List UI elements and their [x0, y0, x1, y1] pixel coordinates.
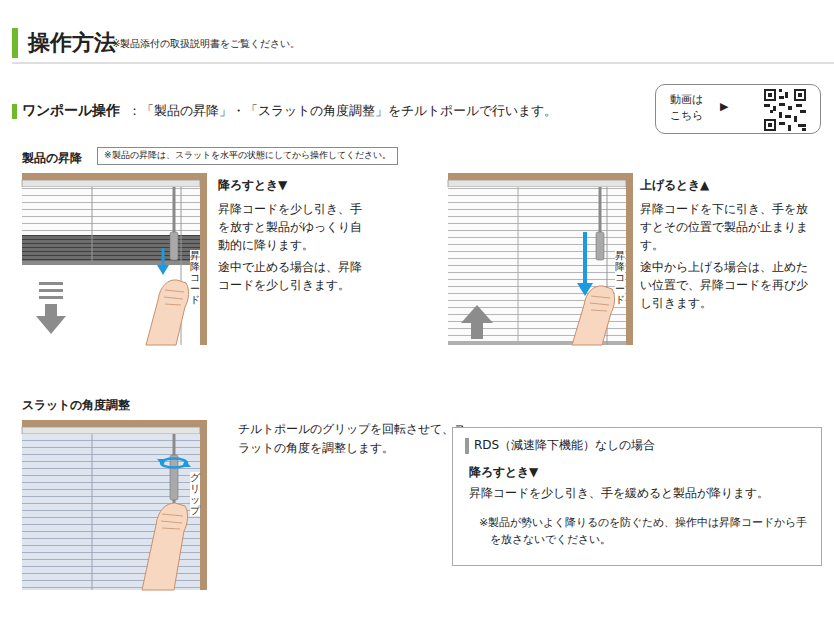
- caution-note: ※製品が勢いよく降りるのを防ぐため、操作中は昇降コードから手を放さないでください…: [465, 514, 810, 549]
- step-body: 途中で止める場合は、昇降コードを少し引きます。: [218, 258, 368, 294]
- part-label: 昇降コード: [190, 250, 200, 305]
- page-title: 操作方法: [28, 26, 116, 59]
- step-body: 途中から上げる場合は、止めたい位置で、昇降コードを再び少し引きます。: [640, 258, 816, 312]
- step-heading: 上げるとき▲: [640, 176, 709, 194]
- section-description: ：「製品の昇降」・「スラットの角度調整」をチルトポールで行います。: [128, 102, 557, 121]
- header-note: ※製品添付の取扱説明書をご覧ください。: [112, 36, 300, 51]
- subsection-heading: 製品の昇降: [22, 149, 82, 167]
- step-body: 昇降コードを下に引き、手を放すとその位置で製品が止まります。: [640, 200, 816, 254]
- part-label: 昇降コード: [615, 250, 625, 305]
- part-label: グリップ: [190, 472, 200, 516]
- step-heading: 降ろすとき▼: [218, 176, 287, 194]
- note-box: ※製品の昇降は、スラットを水平の状態にしてから操作してください。: [97, 147, 398, 165]
- step-body: チルトポールのグリップを回転させて、スラットの角度を調整します。: [238, 420, 466, 458]
- info-panel: RDS（減速降下機能）なしの場合降ろすとき▼ 昇降コードを少し引き、手を緩めると製…: [452, 427, 822, 566]
- step-body: 昇降コードを少し引き、手を放すと製品がゆっくり自動的に降ります。: [218, 200, 368, 254]
- link-arrow: ▶: [720, 100, 728, 113]
- step-heading: 降ろすとき▼: [465, 464, 809, 481]
- link-text: 動画はこちら: [670, 92, 706, 124]
- note-text: ※製品の昇降は、スラットを水平の状態にしてから操作してください。: [104, 149, 391, 163]
- section-heading: ワンポール操作: [22, 100, 120, 121]
- subsection-heading: スラットの角度調整: [22, 396, 130, 414]
- step-body: 昇降コードを少し引き、手を緩めると製品が降ります。: [465, 485, 809, 502]
- video-link-box: 動画はこちら ▶: [655, 84, 821, 134]
- panel-heading: RDS（減速降下機能）なしの場合: [465, 438, 809, 454]
